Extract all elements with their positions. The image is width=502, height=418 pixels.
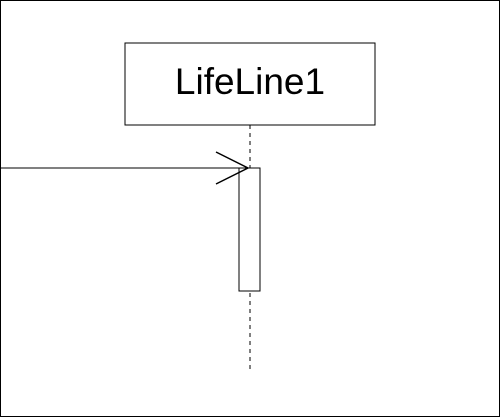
activation-bar[interactable] bbox=[238, 167, 261, 292]
message-arrowhead-icon bbox=[215, 151, 250, 185]
lifeline-label: LifeLine1 bbox=[175, 61, 325, 102]
lifeline-head-box[interactable] bbox=[124, 42, 376, 126]
